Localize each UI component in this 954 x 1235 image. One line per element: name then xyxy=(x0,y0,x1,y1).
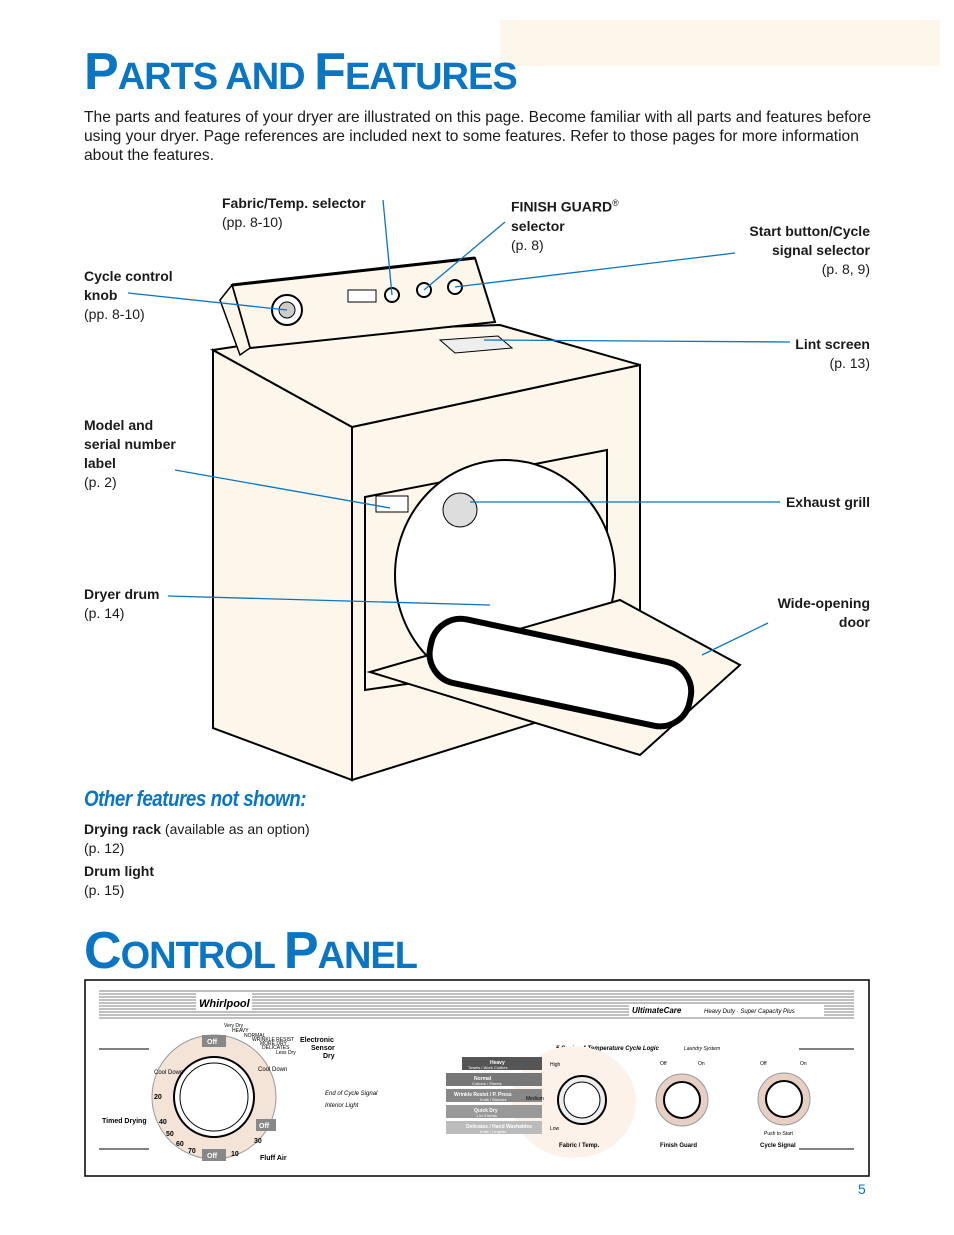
dryer-illustration xyxy=(127,199,791,782)
svg-text:10: 10 xyxy=(231,1151,239,1158)
label-dryer-drum: Dryer drum(p. 14) xyxy=(84,586,160,621)
svg-text:Very Dry: Very Dry xyxy=(224,1023,244,1029)
svg-text:Electronic: Electronic xyxy=(300,1037,334,1044)
svg-text:Off: Off xyxy=(760,1061,767,1067)
svg-text:Delicates / Hand Washables: Delicates / Hand Washables xyxy=(466,1124,532,1130)
svg-text:Knits / Lingerie: Knits / Lingerie xyxy=(480,1129,507,1134)
svg-text:Sensor: Sensor xyxy=(311,1045,335,1052)
svg-text:Towels / Work Clothes: Towels / Work Clothes xyxy=(468,1065,508,1070)
svg-text:On: On xyxy=(800,1061,807,1067)
svg-text:DELICATES: DELICATES xyxy=(262,1045,290,1051)
svg-text:Quick Dry: Quick Dry xyxy=(474,1108,498,1114)
label-finish-guard: FINISH GUARD® selector(p. 8) xyxy=(511,198,619,253)
finish-guard-label: Finish Guard xyxy=(660,1143,697,1149)
svg-text:1 to 3 Items: 1 to 3 Items xyxy=(476,1113,497,1118)
fluff-air-label: Fluff Air xyxy=(260,1155,287,1162)
cycle-signal-label: Cycle Signal xyxy=(760,1143,796,1149)
end-of-cycle-signal-label: End of Cycle Signal xyxy=(325,1091,378,1097)
header-band xyxy=(500,20,940,66)
svg-text:Normal: Normal xyxy=(474,1076,492,1082)
svg-text:Off: Off xyxy=(660,1061,667,1067)
svg-text:Push to Start: Push to Start xyxy=(764,1131,794,1137)
svg-text:Off: Off xyxy=(259,1123,270,1130)
timed-drying-label: Timed Drying xyxy=(102,1118,147,1125)
series-sub-text: Heavy Duty · Super Capacity Plus xyxy=(704,1009,795,1015)
label-lint-screen: Lint screen(p. 13) xyxy=(795,336,870,371)
svg-text:Dry: Dry xyxy=(323,1053,335,1060)
svg-text:High: High xyxy=(550,1062,561,1068)
svg-text:60: 60 xyxy=(176,1141,184,1148)
svg-text:Off: Off xyxy=(207,1153,218,1160)
svg-text:NORMAL: NORMAL xyxy=(244,1033,266,1039)
svg-text:Cool Down: Cool Down xyxy=(154,1070,183,1076)
svg-text:40: 40 xyxy=(159,1119,167,1126)
interior-light-label: Interior Light xyxy=(325,1103,359,1109)
other-features-heading: Other features not shown: xyxy=(84,786,307,811)
svg-text:50: 50 xyxy=(166,1131,174,1138)
other-feature-drying-rack: Drying rack (available as an option)(p. … xyxy=(84,821,310,856)
svg-text:Laundry System: Laundry System xyxy=(684,1046,720,1052)
brand-logo-text: Whirlpool xyxy=(199,998,251,1010)
svg-text:Less Dry: Less Dry xyxy=(276,1050,296,1056)
svg-text:70: 70 xyxy=(188,1148,196,1155)
svg-text:Wrinkle Resist / P. Press: Wrinkle Resist / P. Press xyxy=(454,1092,512,1098)
svg-text:Knits / Blouses: Knits / Blouses xyxy=(480,1097,506,1102)
series-text: UltimateCare xyxy=(632,1006,682,1015)
page-title: PARTS AND FEATURES xyxy=(84,43,518,101)
svg-text:Heavy: Heavy xyxy=(490,1060,505,1066)
control-panel: Whirlpool UltimateCare Heavy Duty · Supe… xyxy=(84,979,870,1177)
svg-text:WRINKLE RESIST: WRINKLE RESIST xyxy=(252,1037,294,1043)
svg-text:MORE DRY: MORE DRY xyxy=(260,1041,288,1047)
cycle-logic-text: 5 Cycle • 4 Temperature Cycle Logic xyxy=(556,1046,660,1052)
svg-text:20: 20 xyxy=(154,1094,162,1101)
svg-text:On: On xyxy=(698,1061,705,1067)
intro-paragraph: The parts and features of your dryer are… xyxy=(84,109,872,164)
svg-text:30: 30 xyxy=(254,1138,262,1145)
svg-text:Medium: Medium xyxy=(526,1096,544,1102)
svg-text:Cottons / Sheets: Cottons / Sheets xyxy=(472,1081,502,1086)
other-feature-drum-light: Drum light(p. 15) xyxy=(84,863,154,898)
svg-text:HEAVY: HEAVY xyxy=(232,1028,249,1034)
svg-text:Off: Off xyxy=(207,1039,218,1046)
label-fabric-temp: Fabric/Temp. selector(pp. 8-10) xyxy=(222,195,366,230)
svg-text:Low: Low xyxy=(550,1126,560,1132)
fabric-temp-label: Fabric / Temp. xyxy=(559,1143,600,1149)
label-exhaust-grill: Exhaust grill xyxy=(785,494,870,510)
page-number: 5 xyxy=(858,1181,866,1197)
control-panel-title: CONTROL PANEL xyxy=(84,922,418,980)
svg-text:Cool Down: Cool Down xyxy=(258,1067,287,1073)
